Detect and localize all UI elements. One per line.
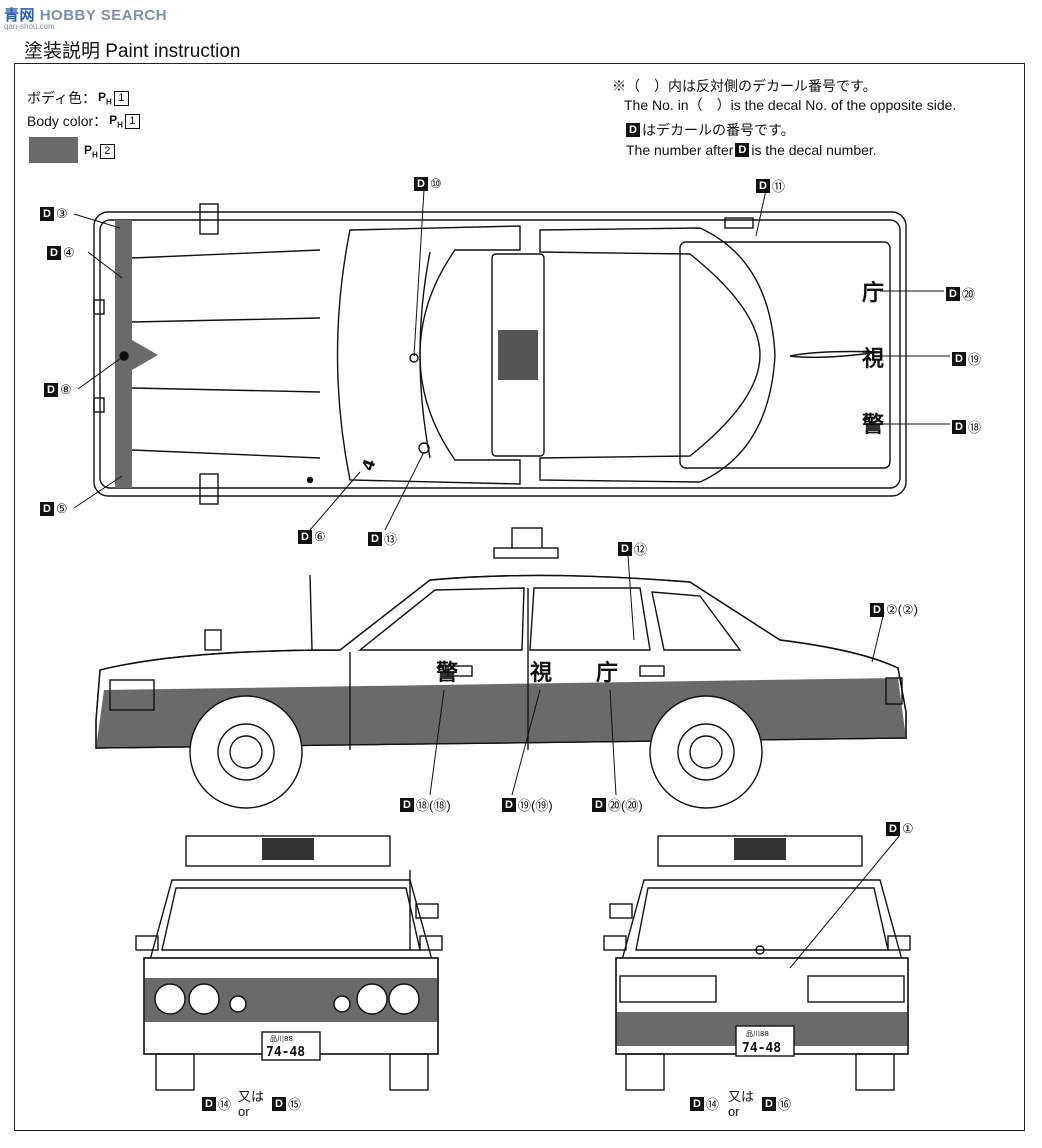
- note-opposite-en: The No. in（ ）is the decal No. of the opp…: [624, 97, 957, 113]
- or-jp-front: 又は: [238, 1089, 265, 1104]
- page-title: 塗装説明 Paint instruction: [24, 41, 241, 62]
- watermark-domain: qan-shou.com: [4, 22, 55, 31]
- note-opposite-jp: ※（ ）内は反対側のデカール番号です。: [612, 78, 877, 94]
- side-text-kei: 警: [435, 661, 458, 686]
- roof-text-shi: 視: [862, 347, 884, 372]
- front-view: [135, 835, 443, 1091]
- paint-swatch: [29, 137, 78, 163]
- rear-view: [603, 835, 911, 1091]
- top-view: [93, 203, 907, 505]
- roof-text-kei: 警: [861, 413, 884, 438]
- front-plate-region: 品川88: [270, 1035, 293, 1043]
- front-plate-number: 74-48: [266, 1045, 305, 1060]
- or-en-front: or: [238, 1104, 250, 1119]
- side-text-cho: 庁: [596, 660, 618, 686]
- roof-text-cho: 庁: [862, 280, 884, 306]
- rear-plate-number: 74-48: [742, 1041, 781, 1056]
- or-en-rear: or: [728, 1104, 740, 1119]
- rear-plate-region: 品川88: [746, 1030, 769, 1038]
- side-text-shi: 視: [530, 661, 552, 686]
- watermark-logo: 青网 HOBBY SEARCH: [4, 7, 168, 24]
- side-view: [95, 527, 907, 809]
- instruction-frame: [14, 63, 1025, 1131]
- or-jp-rear: 又は: [728, 1089, 755, 1104]
